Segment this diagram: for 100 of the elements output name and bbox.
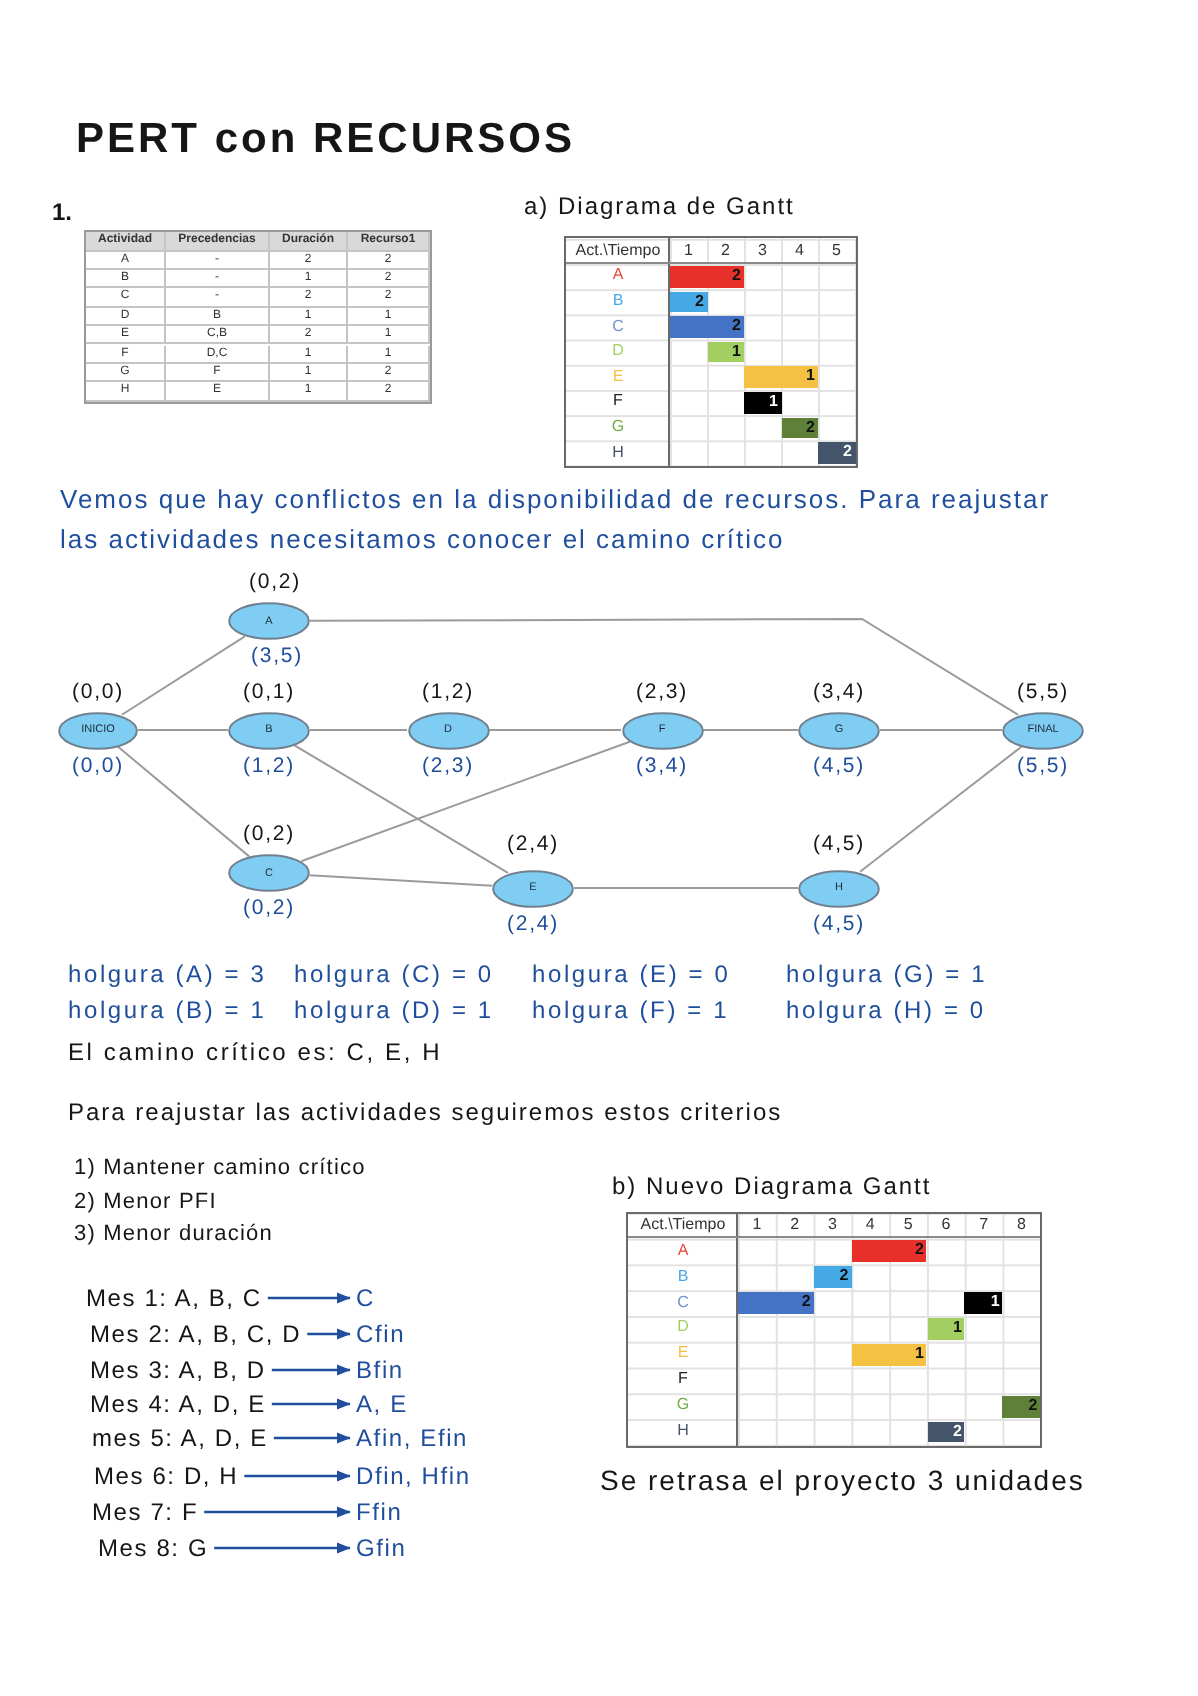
column-header: 4 (865, 1217, 875, 1236)
connector-line (859, 745, 1023, 873)
gantt-bar: 2 (927, 1421, 965, 1443)
gantt-bar: 1 (744, 392, 781, 414)
row-label: B (612, 293, 624, 311)
gantt-bar: 2 (818, 442, 855, 464)
row-label: G (611, 419, 625, 437)
gantt-bar: 2 (851, 1240, 927, 1263)
section-heading: a) Diagrama de Gantt (524, 192, 795, 222)
column-header: 3 (758, 242, 767, 260)
slack-text: holgura (E) = 0 (532, 960, 731, 990)
month-result: Ffin (356, 1496, 403, 1528)
section-heading: b) Nuevo Diagrama Gantt (612, 1172, 932, 1202)
connector-line (137, 729, 229, 731)
column-header: 8 (1017, 1217, 1026, 1236)
time-pair-label: (0,2) (248, 572, 302, 596)
criterion-text: 1) Mantener camino crítico (74, 1154, 366, 1182)
connector-line (879, 729, 1003, 731)
row-label: H (612, 444, 624, 462)
row-label: F (678, 1371, 688, 1390)
time-pair-label: (5,5) (1016, 681, 1070, 705)
time-pair-label: (5,5) (1016, 755, 1070, 779)
connector-line (488, 729, 622, 731)
time-pair-label: (2,4) (506, 833, 560, 857)
month-result: Bfin (356, 1354, 404, 1386)
month-entry: Mes 8: G (98, 1532, 209, 1564)
gantt-bar: 2 (781, 417, 818, 439)
time-pair-label: (3,5) (250, 646, 304, 670)
time-pair-label: (3,4) (812, 681, 866, 705)
gantt-bar: 2 (738, 1292, 814, 1314)
activity-node (798, 711, 880, 749)
column-header: 6 (941, 1217, 951, 1236)
connector-line (120, 635, 246, 716)
row-label: E (677, 1345, 689, 1364)
arrow (273, 1432, 351, 1444)
row-label: E (612, 368, 624, 387)
row-label: C (612, 318, 624, 336)
row-label: H (677, 1423, 689, 1441)
activity-node (228, 711, 310, 749)
month-result: Cfin (356, 1318, 406, 1350)
note-text: Para reajustar las actividades seguiremos estos criterios (68, 1098, 783, 1128)
time-pair-label: (4,5) (812, 913, 866, 937)
arrow (214, 1542, 351, 1554)
time-pair-label: (4,5) (812, 755, 866, 779)
slack-text: holgura (B) = 1 (68, 996, 267, 1026)
connector-line (309, 618, 1020, 716)
connector-line (116, 745, 251, 858)
time-pair-label: (0,0) (71, 681, 125, 705)
time-pair-label: (0,1) (242, 681, 296, 705)
column-header: 7 (979, 1217, 989, 1236)
slack-text: holgura (H) = 0 (786, 996, 986, 1026)
month-entry: Mes 4: A, D, E (90, 1388, 266, 1420)
activity-node (228, 602, 310, 640)
time-pair-label: (4,5) (812, 833, 866, 857)
column-header: 2 (790, 1217, 800, 1236)
month-result: Gfin (356, 1532, 407, 1564)
column-header: Act.\Tiempo (640, 1217, 726, 1236)
row-label: D (677, 1320, 689, 1338)
column-header: 4 (795, 242, 804, 260)
arrow (244, 1470, 351, 1482)
column-header: Act.\Tiempo (575, 242, 661, 260)
row-label: F (613, 393, 623, 412)
row-label: B (677, 1268, 689, 1287)
month-result: C (356, 1282, 375, 1314)
time-pair-label: (1,2) (242, 755, 296, 779)
activity-node (492, 869, 574, 907)
arrow (204, 1506, 351, 1518)
connector-line (309, 729, 408, 731)
arrow (307, 1328, 351, 1340)
time-pair-label: (2,3) (421, 755, 475, 779)
month-result: Afin, Efin (356, 1422, 469, 1454)
gantt-bar: 1 (851, 1343, 927, 1366)
time-pair-label: (0,0) (71, 755, 125, 779)
slack-text: holgura (F) = 1 (532, 996, 730, 1026)
activity-node (58, 711, 138, 749)
month-entry: Mes 6: D, H (94, 1460, 239, 1492)
activity-node (621, 711, 703, 749)
column-header: 3 (828, 1217, 837, 1236)
connector-line (293, 744, 509, 874)
month-result: A, E (356, 1388, 408, 1420)
connector-line (308, 874, 494, 887)
row-label: A (677, 1242, 689, 1261)
gantt-bar: 1 (707, 341, 744, 363)
arrow (271, 1364, 351, 1376)
arrow (267, 1292, 351, 1304)
row-label: D (612, 343, 624, 361)
gantt-bar: 1 (964, 1292, 1003, 1314)
critical-path-text: El camino crítico es: C, E, H (68, 1038, 443, 1068)
connector-line (573, 887, 799, 889)
time-pair-label: (2,4) (506, 913, 560, 937)
activity-node (407, 711, 489, 749)
row-label: A (612, 267, 624, 286)
connector-line (702, 729, 799, 731)
gantt-bar: 2 (670, 316, 744, 338)
column-header: 1 (752, 1217, 762, 1236)
month-entry: Mes 1: A, B, C (86, 1282, 262, 1314)
gantt-bar: 1 (744, 366, 818, 388)
time-pair-label: (0,2) (242, 824, 296, 848)
column-header: 1 (684, 242, 693, 260)
month-entry: Mes 3: A, B, D (90, 1354, 266, 1386)
